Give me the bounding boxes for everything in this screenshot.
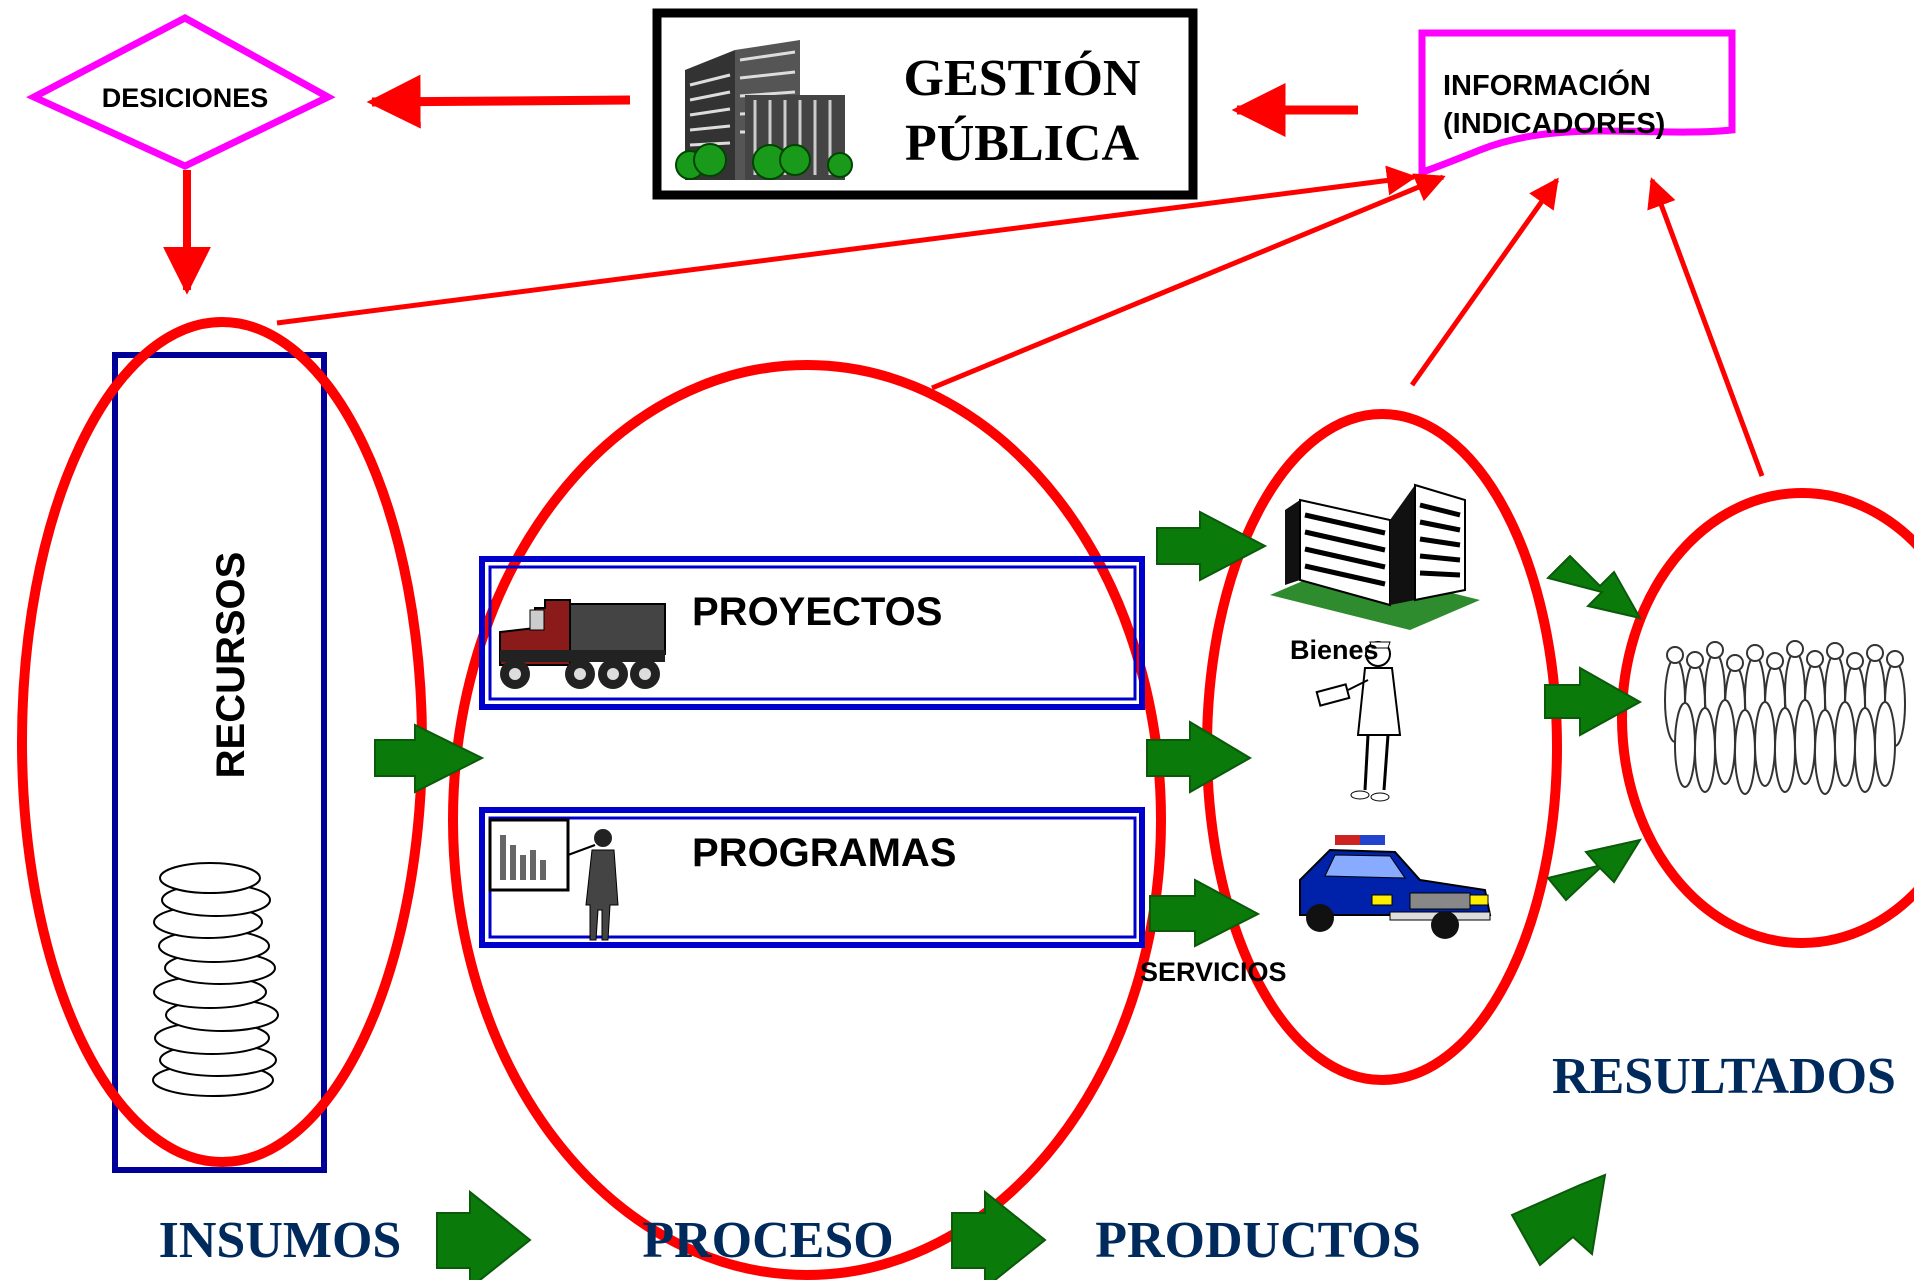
arrow-gestion-to-desiciones: [366, 74, 631, 129]
recursos-label: RECURSOS: [209, 552, 253, 779]
recursos-box: [112, 352, 327, 1173]
nurse-icon: [1315, 641, 1402, 802]
informacion-document: INFORMACIÓN (INDICADORES): [1418, 29, 1736, 177]
top-arrows: [163, 74, 1765, 477]
arrow-to-bienes: [1156, 510, 1268, 582]
arrow-recursos-to-proceso: [374, 723, 485, 794]
coins-icon: [152, 862, 279, 1097]
gestion-title-line1: GESTIÓN: [904, 49, 1141, 107]
programas-box: [479, 807, 1145, 948]
proyectos-box: [479, 556, 1145, 710]
programas-group: PROGRAMAS: [479, 807, 1145, 948]
green-arrows: [374, 510, 1643, 1280]
insumos-label: INSUMOS: [159, 1212, 402, 1269]
arrow-productos-to-resultados-bot: [1546, 838, 1643, 902]
servicios-label: SERVICIOS: [1140, 957, 1287, 987]
productos-label: PRODUCTOS: [1095, 1212, 1421, 1269]
arrow-resultados-to-informacion: [1647, 177, 1765, 477]
arrow-productos-to-resultados-top: [1546, 554, 1642, 620]
crowd-icon: [1664, 640, 1906, 795]
arrow-recursos-to-informacion: [276, 165, 1417, 326]
arrow-productos-to-resultados: [1510, 1173, 1607, 1267]
arrow-productos-to-informacion: [1409, 177, 1560, 387]
police-car-icon: [1299, 835, 1492, 939]
stage-labels: INSUMOS PROCESO PRODUCTOS RESULTADOS: [159, 1048, 1896, 1269]
proceso-label: PROCESO: [642, 1212, 893, 1269]
gestion-publica-box: GESTIÓN PÚBLICA: [652, 8, 1198, 200]
informacion-line2: (INDICADORES): [1443, 108, 1665, 140]
resultados-label: RESULTADOS: [1552, 1048, 1896, 1105]
arrow-to-servicios: [1149, 878, 1261, 948]
proyectos-group: PROYECTOS: [479, 556, 1145, 710]
informacion-line1: INFORMACIÓN: [1443, 68, 1651, 102]
gestion-title-line2: PÚBLICA: [905, 114, 1139, 172]
arrow-proceso-to-productos: [951, 1189, 1047, 1280]
truck-icon: [499, 599, 666, 689]
bienes-label: Bienes: [1290, 635, 1379, 665]
office-building-icon: [675, 40, 853, 180]
ellipse-proceso: [448, 360, 1166, 1280]
arrow-proceso-to-informacion: [931, 173, 1446, 391]
building-icon: [1270, 483, 1480, 630]
desiciones-diamond: DESICIONES: [26, 14, 336, 170]
desiciones-label: DESICIONES: [102, 83, 269, 113]
programas-label: PROGRAMAS: [692, 831, 956, 875]
arrow-insumos-to-proceso: [436, 1189, 532, 1280]
proyectos-label: PROYECTOS: [692, 590, 942, 634]
ellipse-resultados: [1617, 488, 1914, 948]
arrow-productos-to-resultados-mid: [1544, 666, 1643, 737]
presenter-icon: [488, 818, 619, 941]
arrow-proceso-to-productos-mid: [1146, 720, 1252, 794]
recursos-group: RECURSOS: [112, 352, 327, 1173]
stage-ellipses: [17, 317, 1914, 1280]
